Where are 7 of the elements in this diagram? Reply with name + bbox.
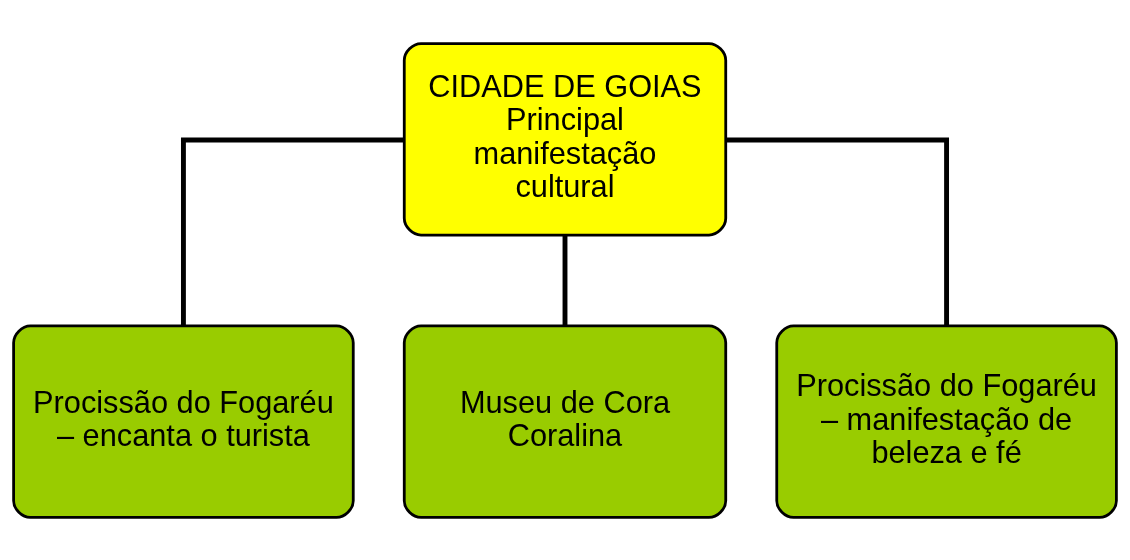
- connector: [562, 234, 568, 325]
- node-box: Museu de Cora Coralina: [402, 324, 728, 519]
- connector: [726, 137, 949, 326]
- node-box: Procissão do Fogaréu – manifestação de beleza e fé: [775, 324, 1118, 519]
- node-box: Procissão do Fogaréu – encanta o turista: [12, 324, 355, 519]
- node-box: CIDADE DE GOIAS Principal manifestação cultural: [402, 41, 728, 236]
- connector: [181, 137, 404, 326]
